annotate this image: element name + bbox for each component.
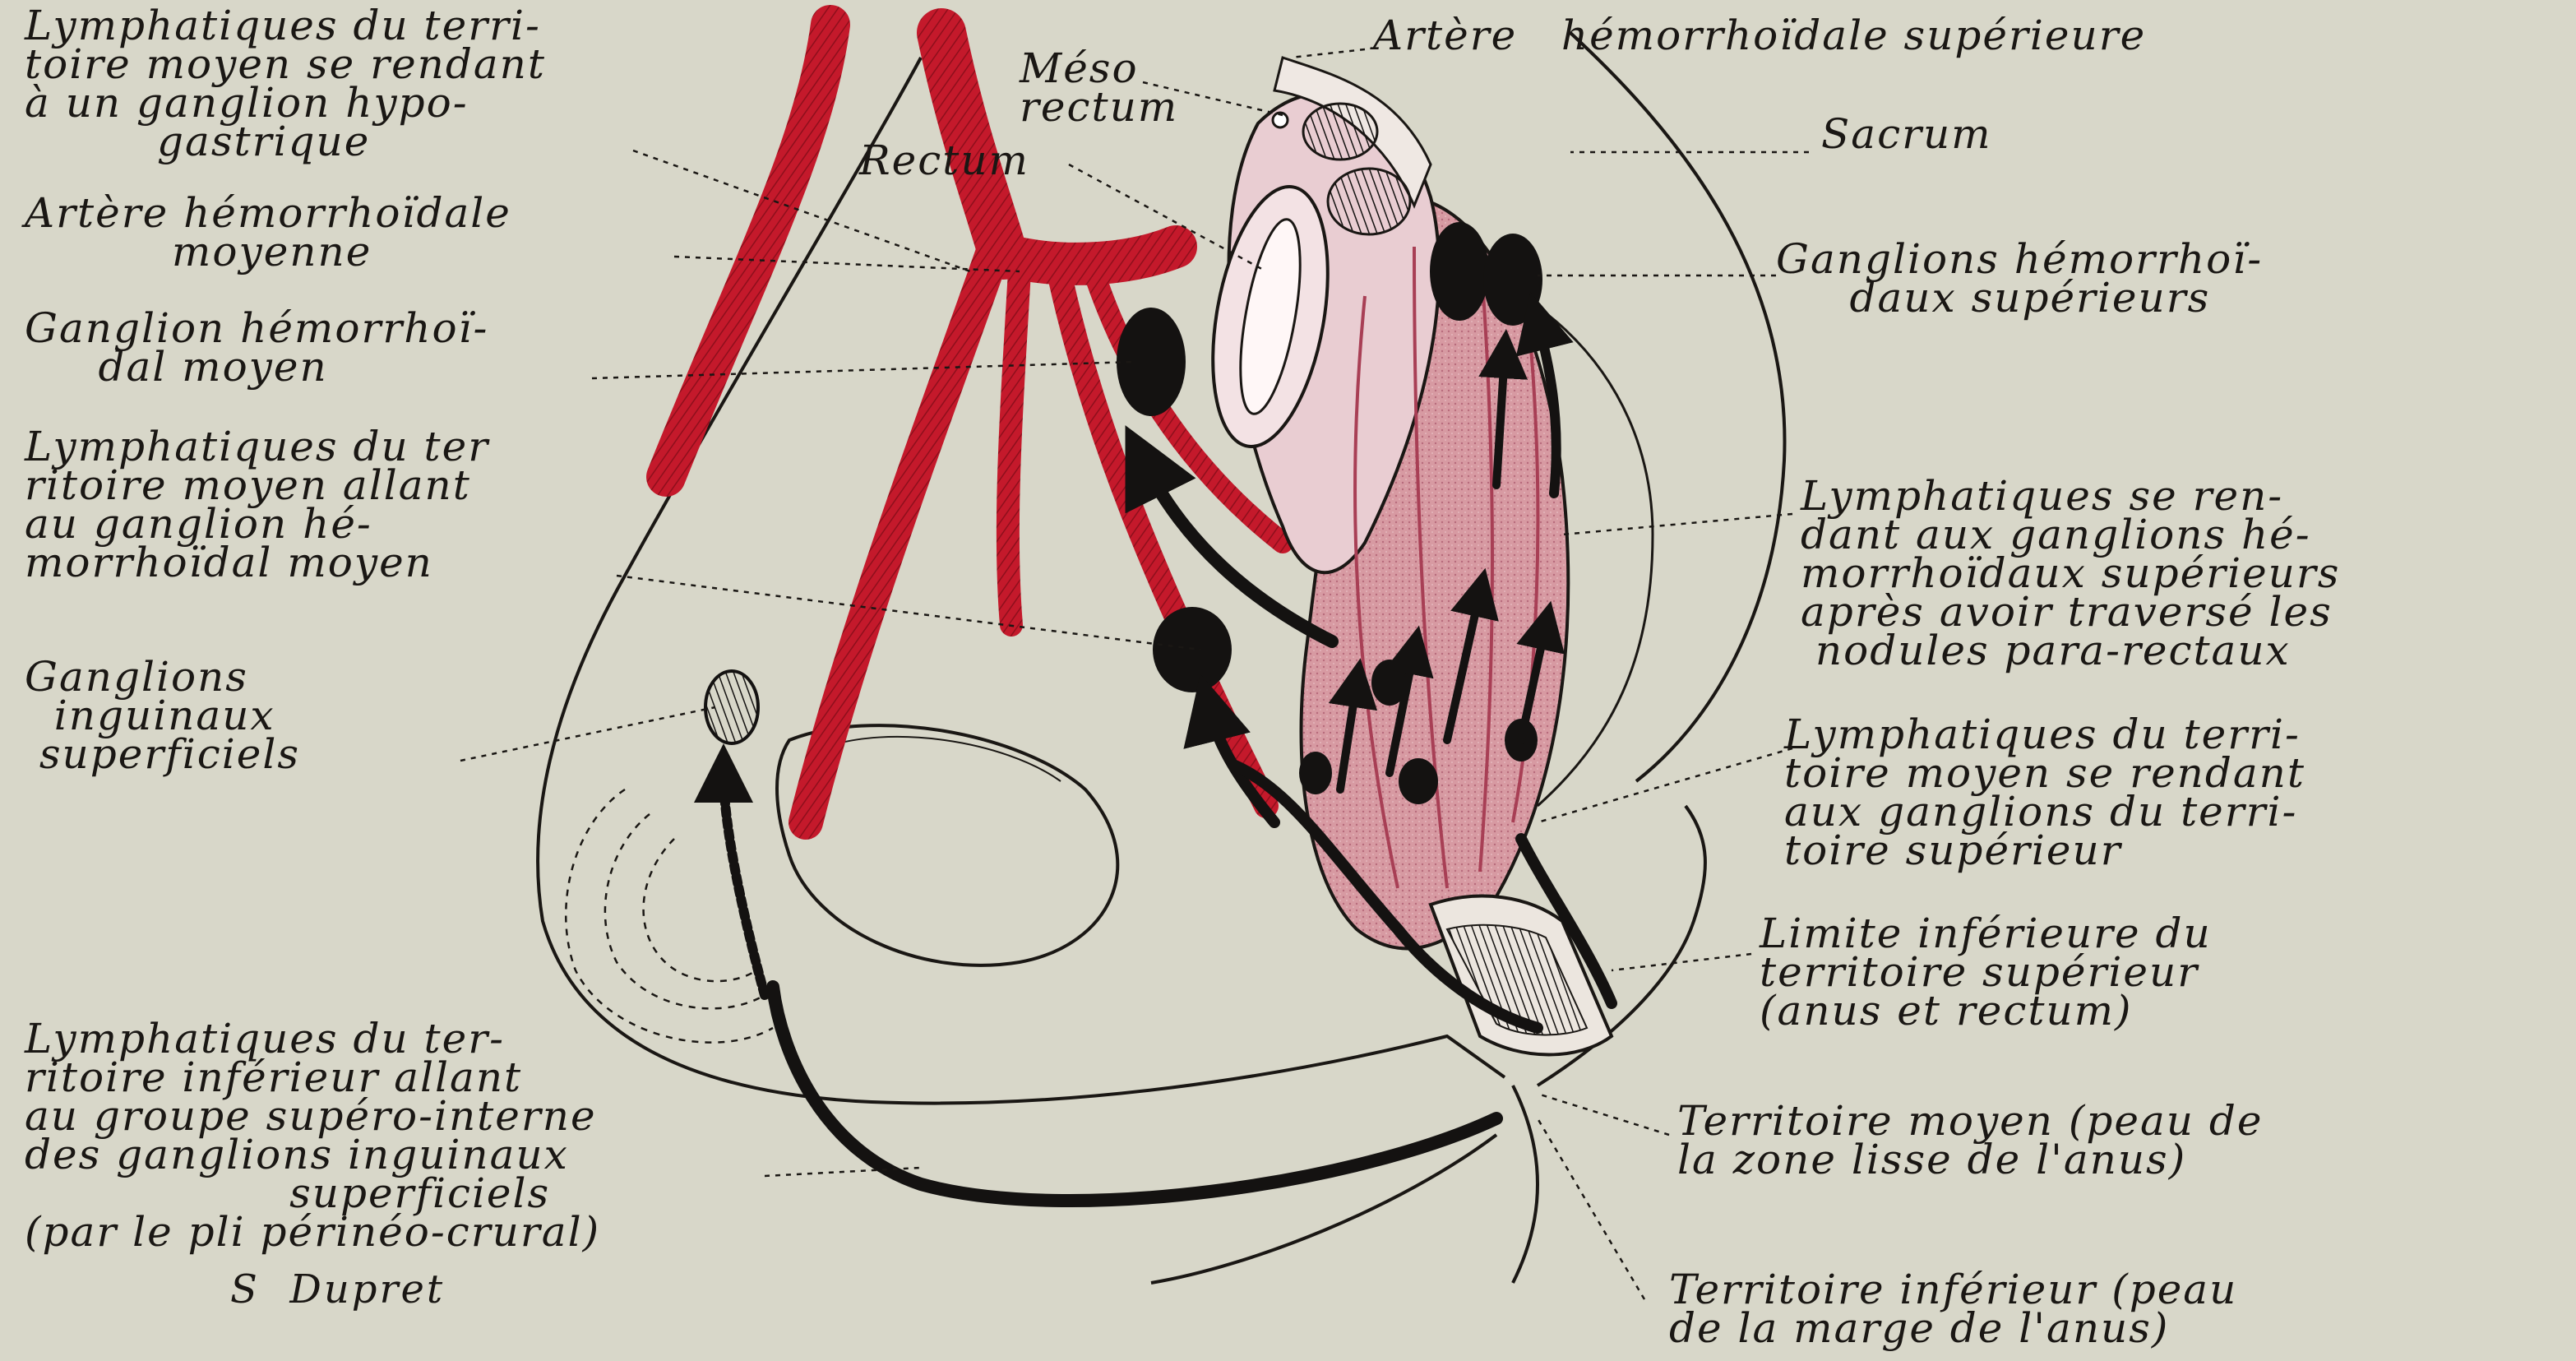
superior-node-1 [1430, 222, 1489, 321]
left-iliac-artery [666, 25, 830, 477]
hypogastric-node [1153, 607, 1232, 692]
label-lymph-moyen-superieur: Lymphatiques du terri- toire moyen se re… [1784, 715, 2305, 870]
label-territoire-moyen: Territoire moyen (peau de la zone lisse … [1677, 1102, 2263, 1179]
label-lymph-moyen-hypogastrique: Lymphatiques du terri- toire moyen se re… [25, 7, 546, 161]
rectum [1195, 58, 1612, 1055]
label-sacrum: Sacrum [1821, 115, 1992, 154]
superior-node-2 [1483, 234, 1542, 326]
artery-branch-b [1008, 271, 1020, 625]
label-ganglion-hemorroidal-moyen: Ganglion hémorrhoï- dal moyen [25, 309, 488, 387]
label-artere-hemorroidale-superieure: Artère hémorrhoïdale supérieure [1373, 16, 2146, 55]
label-territoire-inferieur: Territoire inférieur (peau de la marge d… [1669, 1271, 2237, 1348]
artist-signature: S Dupret [230, 1271, 445, 1309]
label-lymph-ganglions-superieurs: Lymphatiques se ren- dant aux ganglions … [1801, 477, 2340, 670]
label-ganglions-inguinaux: Ganglions inguinaux superficiels [25, 658, 300, 774]
label-ganglions-hemorroidaux-superieurs: Ganglions hémorrhoï- daux supérieurs [1776, 240, 2263, 317]
label-lymph-inferieur-inguinaux: Lymphatiques du ter- ritoire inférieur a… [25, 1020, 600, 1252]
middle-hemorrhoidal-artery [1003, 247, 1176, 264]
label-limite-inferieure: Limite inférieure du territoire supérieu… [1760, 914, 2212, 1030]
label-artere-hemorroidale-moyenne: Artère hémorrhoïdale moyenne [25, 194, 511, 271]
para-rectal-node-3 [1299, 752, 1332, 794]
label-rectum: Rectum [859, 141, 1029, 180]
para-rectal-node-2 [1399, 758, 1438, 804]
label-lymph-moyen-ganglion-moyen: Lymphatiques du ter ritoire moyen allant… [25, 428, 489, 582]
label-meso-rectum: Méso rectum [1020, 49, 1178, 127]
